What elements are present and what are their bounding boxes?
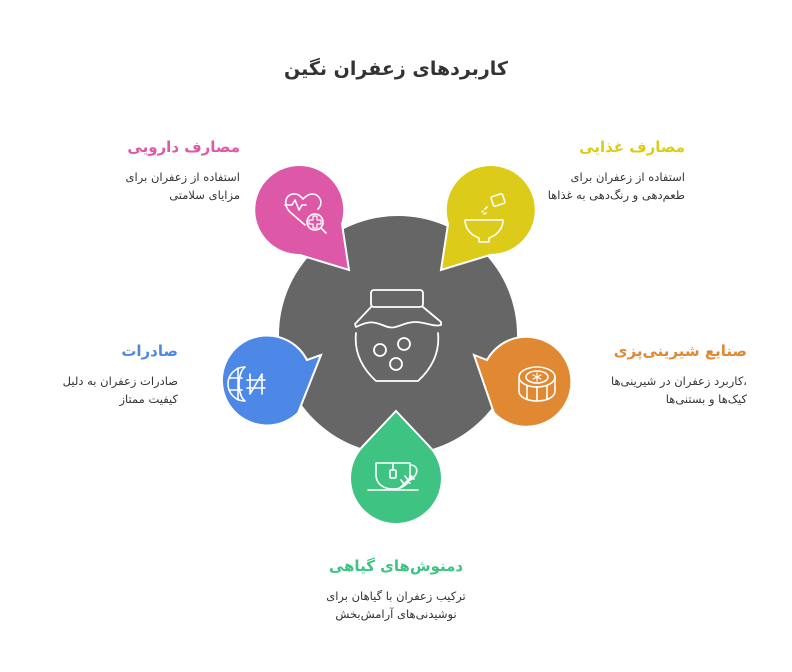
jar-icon bbox=[354, 289, 442, 382]
globe-currency-icon bbox=[227, 366, 266, 402]
herbal-tea-cup-icon bbox=[367, 462, 419, 491]
heading-food: مصارف غذایی bbox=[579, 138, 685, 156]
petal-confectionery bbox=[472, 335, 573, 428]
item-medicinal: مصارف دارویی استفاده از زعفران برای مزای… bbox=[126, 138, 240, 204]
heading-medicinal: مصارف دارویی bbox=[127, 138, 240, 156]
item-confectionery: صنایع شیرینی‌پزی ،کاربرد زعفران در شیرین… bbox=[611, 342, 747, 408]
description-line: ،کاربرد زعفران در شیرینی‌ها bbox=[610, 374, 747, 388]
heading-herbal-tea: دمنوش‌های گیاهی bbox=[328, 557, 464, 575]
petal-exports bbox=[220, 334, 323, 427]
description-line: مزایای سلامتی bbox=[169, 188, 240, 202]
description-food: استفاده از زعفران برای طعم‌دهی و رنگ‌دهی… bbox=[548, 168, 685, 204]
mooncake-icon bbox=[518, 366, 556, 402]
diagram-title: کاربردهای زعفران نگین bbox=[284, 58, 508, 80]
description-line: استفاده از زعفران برای bbox=[125, 170, 240, 184]
description-line: طعم‌دهی و رنگ‌دهی به غذاها bbox=[547, 188, 685, 202]
description-line: کیفیت ممتاز bbox=[119, 392, 178, 406]
description-line: استفاده از زعفران برای bbox=[570, 170, 685, 184]
petal-medicinal bbox=[253, 164, 351, 272]
heading-exports: صادرات bbox=[121, 342, 178, 360]
description-line: صادرات زعفران به دلیل bbox=[62, 374, 178, 388]
description-line: نوشیدنی‌های آرامش‌بخش bbox=[335, 607, 457, 621]
description-line: کیک‌ها و بستنی‌ها bbox=[665, 392, 747, 406]
heart-health-icon bbox=[284, 193, 327, 234]
heading-confectionery: صنایع شیرینی‌پزی bbox=[613, 342, 747, 360]
petal-herbal-tea bbox=[349, 409, 443, 525]
description-confectionery: ،کاربرد زعفران در شیرینی‌ها کیک‌ها و بست… bbox=[611, 372, 747, 408]
description-exports: صادرات زعفران به دلیل کیفیت ممتاز bbox=[63, 372, 178, 408]
item-herbal-tea: دمنوش‌های گیاهی ترکیب زعفران با گیاهان ب… bbox=[246, 557, 546, 623]
description-herbal-tea: ترکیب زعفران با گیاهان برای نوشیدنی‌های … bbox=[246, 587, 546, 623]
center-circle bbox=[279, 216, 517, 454]
description-medicinal: استفاده از زعفران برای مزایای سلامتی bbox=[126, 168, 240, 204]
petal-food bbox=[439, 164, 537, 272]
item-exports: صادرات صادرات زعفران به دلیل کیفیت ممتاز bbox=[63, 342, 178, 408]
description-line: ترکیب زعفران با گیاهان برای bbox=[326, 589, 466, 603]
item-food: مصارف غذایی استفاده از زعفران برای طعم‌د… bbox=[548, 138, 685, 204]
bowl-seasoning-icon bbox=[464, 192, 506, 243]
